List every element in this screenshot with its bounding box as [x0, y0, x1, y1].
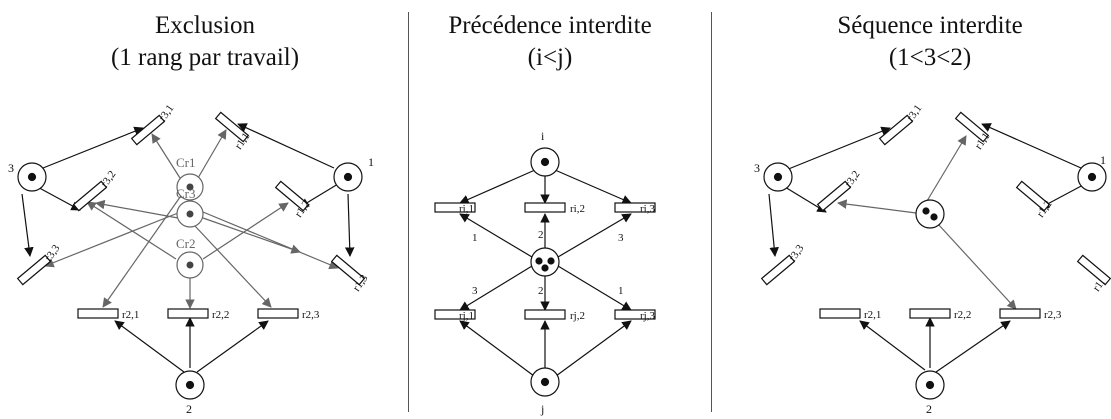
panel-3-transition-r3-1: [878, 114, 914, 146]
panel-2-diagram: [434, 147, 656, 397]
panel-1-place-cr2: [176, 251, 204, 279]
panel-1-label-cr2: Cr2: [176, 236, 196, 251]
panel-3-label-r2-2: r2,2: [954, 309, 971, 321]
panel-3-label-r2-1: r2,1: [864, 309, 881, 321]
panel-1-transition-r2-2: [167, 308, 209, 319]
panel-2-label-ri-2: ri,2: [570, 203, 585, 215]
panel-2-transition-rj-1: [434, 309, 476, 320]
panel-2-title-line2: (i<j): [527, 44, 573, 71]
panel-2-label-ri-1: ri,1: [459, 203, 474, 215]
panel-2-label-rj-3: rj,3: [640, 310, 655, 322]
panel-3-transition-r1-3: [1076, 254, 1111, 286]
panel-3-place-3: [763, 162, 793, 192]
panel-2-title: Précédence interdite (i<j): [410, 10, 690, 74]
panel-3-transition-r2-2: [909, 308, 951, 319]
panel-2-transition-ri-1: [434, 202, 476, 213]
panel-3-place-2: [915, 370, 945, 400]
divider-right: [711, 12, 712, 412]
panel-1-transition-r2-1: [77, 308, 119, 319]
panel-1-place-cr1: [176, 173, 204, 201]
panel-3-title-line2: (1<3<2): [888, 44, 972, 71]
panel-3-transition-r3-2: [816, 180, 852, 212]
panel-1-transition-r1-2: [274, 180, 310, 212]
panel-1-transition-r3-1: [130, 114, 166, 146]
panel-2-transition-rj-2: [524, 309, 566, 320]
panel-2-title-line1: Précédence interdite: [448, 12, 652, 39]
panel-2-label-ri-3: ri,3: [640, 203, 655, 215]
panel-1-label-cr3: Cr3: [176, 186, 196, 201]
panel-1-resource-arcs: [44, 129, 339, 309]
panel-3-transition-r2-3: [999, 308, 1041, 319]
panel-3-title-line1: Séquence interdite: [837, 12, 1023, 39]
panel-3-label-place-2: 2: [926, 402, 932, 416]
panel-3-resource-arcs: [837, 135, 1017, 310]
panel-2-weight-top-3: 3: [618, 232, 624, 244]
panel-2-label-rj-1: rj,1: [459, 310, 474, 322]
panel-1-label-place-2: 2: [186, 402, 192, 416]
panel-2-transition-rj-3: [614, 309, 656, 320]
panel-1-place-3: [17, 162, 47, 192]
panel-1-diagram: [16, 111, 366, 400]
panel-1-place-cr3: [176, 200, 204, 228]
panel-1-arcs: [21, 123, 355, 373]
panel-2-weight-bot-2: 2: [538, 285, 544, 297]
panel-1-label-r2-3: r2,3: [302, 309, 320, 321]
divider-left: [408, 12, 409, 412]
panel-3-place-resource: [915, 199, 945, 229]
panel-1-title-line2: (1 rang par travail): [110, 44, 300, 71]
panel-2-label-place-j: j: [540, 402, 544, 416]
panel-2-place-resource: [530, 247, 560, 277]
panel-1-title: Exclusion (1 rang par travail): [20, 10, 390, 74]
panel-3-diagram: [760, 111, 1111, 400]
panel-1-transition-r2-3: [257, 308, 299, 319]
panel-1-transition-r1-3: [330, 254, 366, 286]
panel-1-place-2: [175, 370, 205, 400]
panel-2-transition-ri-3: [614, 202, 656, 213]
panel-2-arcs: [459, 169, 632, 377]
panel-1-transition-r3-2: [72, 180, 108, 212]
panel-2-label-rj-2: rj,2: [570, 310, 585, 322]
panel-1-label-r2-2: r2,2: [212, 309, 229, 321]
panel-2-weight-top-1: 1: [472, 232, 478, 244]
panel-2-label-place-i: i: [541, 129, 545, 143]
panel-1-place-1: [333, 162, 363, 192]
panel-3-label-place-3: 3: [754, 161, 760, 175]
panel-1-transition-r1-1: [214, 111, 250, 143]
panel-3-label-r2-3: r2,3: [1044, 309, 1062, 321]
panel-1-title-line1: Exclusion: [155, 12, 255, 39]
panel-2-place-i: [530, 147, 560, 177]
panel-3-transition-r3-3: [760, 254, 796, 286]
panel-2-weight-bot-1: 1: [618, 285, 624, 297]
panel-1-label-r2-1: r2,1: [122, 309, 139, 321]
panel-1-transition-r3-3: [16, 254, 52, 286]
panel-1-label-cr1: Cr1: [176, 155, 196, 170]
panel-3-place-1: [1077, 162, 1107, 192]
panel-3-label-place-1: 1: [1100, 153, 1106, 167]
panel-2-weight-bot-3: 3: [472, 285, 478, 297]
panel-2-weight-top-2: 2: [538, 229, 544, 241]
panel-3-title: Séquence interdite (1<3<2): [760, 10, 1100, 74]
panel-2-place-j: [530, 367, 560, 397]
panel-2-transition-ri-2: [524, 202, 566, 213]
panel-3-arcs: [768, 123, 1086, 373]
panel-3-transition-r1-1: [954, 111, 990, 143]
panel-3-transition-r1-2: [1015, 180, 1051, 212]
panel-1-label-place-1: 1: [368, 155, 374, 169]
panel-3-transition-r2-1: [819, 308, 861, 319]
panel-1-label-place-3: 3: [8, 161, 14, 175]
